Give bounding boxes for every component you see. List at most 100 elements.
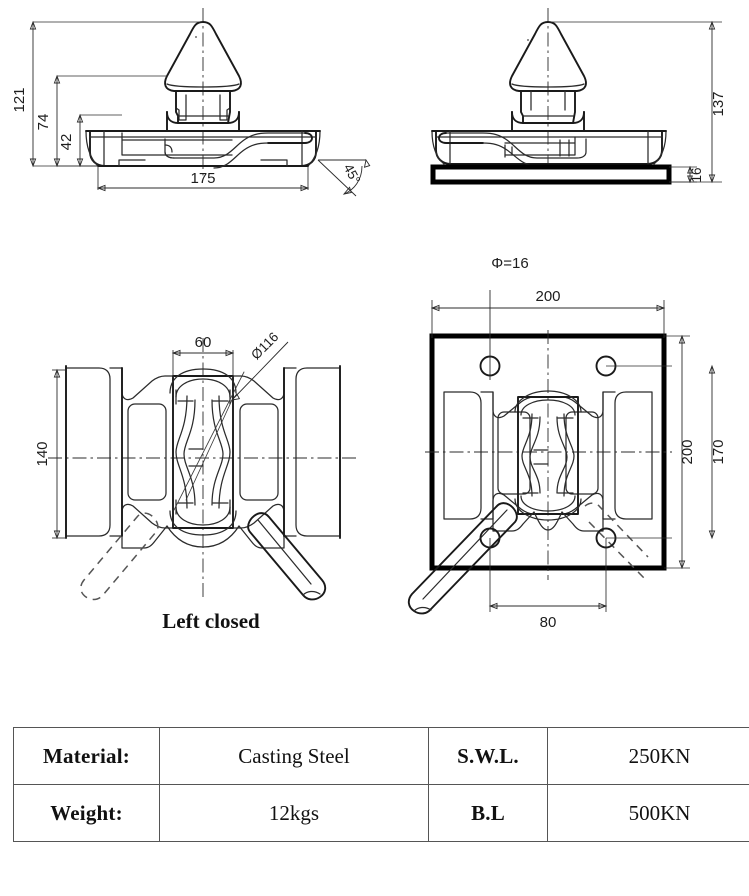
dim-label-60: 60 — [195, 334, 212, 351]
plan-saddle-left — [121, 525, 168, 549]
dim-label-140: 140 — [34, 441, 51, 466]
dim-200-h: 200 — [430, 288, 666, 338]
dim-label-42: 42 — [58, 134, 75, 151]
plate-cone-top-arc-outer — [514, 390, 582, 413]
handle-bar-tip — [267, 132, 313, 144]
body-internal-slot-right — [202, 139, 233, 156]
plan-right-outer-lobe — [295, 367, 341, 537]
plate-cone-bottom-arc-outer — [514, 498, 582, 521]
plate-right-outer-lobe — [614, 391, 653, 520]
shank-inner-lines-side — [530, 90, 566, 111]
plan-right-pocket — [239, 403, 279, 501]
plan-handle-phantom — [80, 512, 159, 601]
handle-bar-inner-curve — [164, 144, 173, 153]
dim-label-16: 16 — [689, 167, 704, 182]
plate-cone-hourglass-right — [563, 413, 575, 497]
dim-45deg: 45° — [317, 158, 371, 197]
plan-cone-tab-sides — [175, 389, 231, 515]
dim-42: 42 — [58, 113, 122, 168]
plan-right-upper-flank — [232, 367, 297, 401]
plan-saddle-right — [238, 525, 285, 549]
specification-table: Material: Casting Steel S.W.L. 250KN Wei… — [13, 727, 749, 842]
cell-swl-value: 250KN — [547, 727, 749, 785]
plate-right-upper-flank — [555, 391, 616, 419]
dim-label-d116: Ø116 — [248, 329, 281, 362]
dim-175: 175 — [96, 166, 310, 192]
cell-bl-value: 500KN — [547, 784, 749, 842]
handle-bar-lower-side — [482, 142, 538, 167]
body-internal-slot-right-side — [547, 136, 576, 156]
dim-label-121: 121 — [11, 87, 28, 112]
dim-label-45deg: 45° — [341, 161, 364, 186]
body-internal-ribs-side — [559, 139, 570, 157]
plate-handle-phantom — [584, 502, 649, 558]
dim-121: 121 — [11, 20, 203, 168]
plan-left-pocket — [127, 403, 167, 501]
dim-label-137: 137 — [710, 91, 727, 116]
dim-label-175: 175 — [190, 170, 215, 187]
view-bottom-plan: 140 60 Ø116 Left closed — [34, 329, 360, 633]
cell-swl-key: S.W.L. — [428, 727, 548, 785]
plan-diameter-line-a — [173, 371, 245, 511]
cone-head-dot-side — [527, 39, 529, 41]
handle-bar-detail-side — [504, 144, 513, 158]
dim-label-200-v: 200 — [679, 439, 696, 464]
handle-bar-elbow — [164, 151, 175, 159]
plan-cone-top-arc-inner — [175, 378, 231, 398]
plan-cone-bottom-arc-inner — [175, 506, 231, 526]
cell-material-key: Material: — [13, 727, 160, 785]
plate-cone-hourglass-left-inner — [529, 416, 541, 494]
view-plate-plan: Φ=16 200 200 — [407, 255, 727, 631]
handle-bar-upper-side — [445, 132, 587, 159]
cone-head-dot — [195, 36, 197, 38]
cell-weight-value: 12kgs — [159, 784, 429, 842]
body-flank-curves — [85, 130, 321, 167]
plan-saddle-curve — [166, 525, 240, 548]
dim-d116: Ø116 — [230, 329, 289, 401]
plan-handle-solid-inner — [257, 519, 312, 585]
dim-170: 170 — [708, 364, 727, 540]
body-side-steps-side — [449, 130, 649, 165]
plan-cone-hourglass-right — [218, 395, 231, 509]
plan-handle-solid-end — [302, 590, 321, 596]
plate-cone-bottom-arc-inner — [520, 495, 576, 512]
handle-bar-lower — [213, 142, 269, 169]
dim-label-170: 170 — [710, 439, 727, 464]
dim-74: 74 — [35, 74, 167, 168]
handle-bar-tip-side — [438, 132, 484, 144]
cell-bl-key: B.L — [428, 784, 548, 842]
table-row: Weight: 12kgs B.L 500KN — [13, 784, 749, 842]
table-row: Material: Casting Steel S.W.L. 250KN — [13, 727, 749, 785]
cone-head-base-curve — [166, 83, 240, 88]
dim-60: 60 — [171, 334, 235, 378]
plate-handle-solid-inner — [422, 509, 508, 600]
plate-left-upper-flank — [480, 391, 541, 419]
plate-cone-centre-ticks — [533, 449, 549, 465]
body-base-outline-side — [435, 130, 663, 165]
plate-saddle-right — [561, 511, 604, 532]
view-side-elevation: 137 16 — [430, 8, 727, 185]
plan-cone-hourglass-left — [175, 395, 188, 509]
plate-cone-hourglass-left — [521, 413, 533, 497]
plate-right-pocket — [565, 411, 599, 495]
housing-shoulder-fillets — [166, 111, 240, 124]
dim-16: 16 — [669, 165, 704, 184]
plate-handle-solid-end — [413, 606, 432, 612]
housing-shoulder-fillets-side — [511, 111, 585, 124]
plate-saddle-left — [492, 511, 535, 532]
plan-cone-envelope — [172, 375, 234, 529]
plate-left-pocket — [497, 411, 531, 495]
cone-head-base-curve-side — [511, 83, 585, 88]
plan-cone-hourglass-right-inner — [211, 399, 224, 506]
plan-left-outer-lobe — [65, 367, 111, 537]
cone-head-outline-side — [509, 21, 587, 92]
dim-label-74: 74 — [35, 114, 52, 131]
plate-cone-top-arc-inner — [520, 399, 576, 416]
plate-cone-hourglass-right-inner — [556, 416, 568, 494]
cell-material-value: Casting Steel — [159, 727, 429, 785]
view-caption-left-closed: Left closed — [162, 609, 260, 633]
body-side-steps — [103, 130, 303, 167]
cell-weight-key: Weight: — [13, 784, 160, 842]
dim-label-200-h: 200 — [535, 288, 560, 305]
